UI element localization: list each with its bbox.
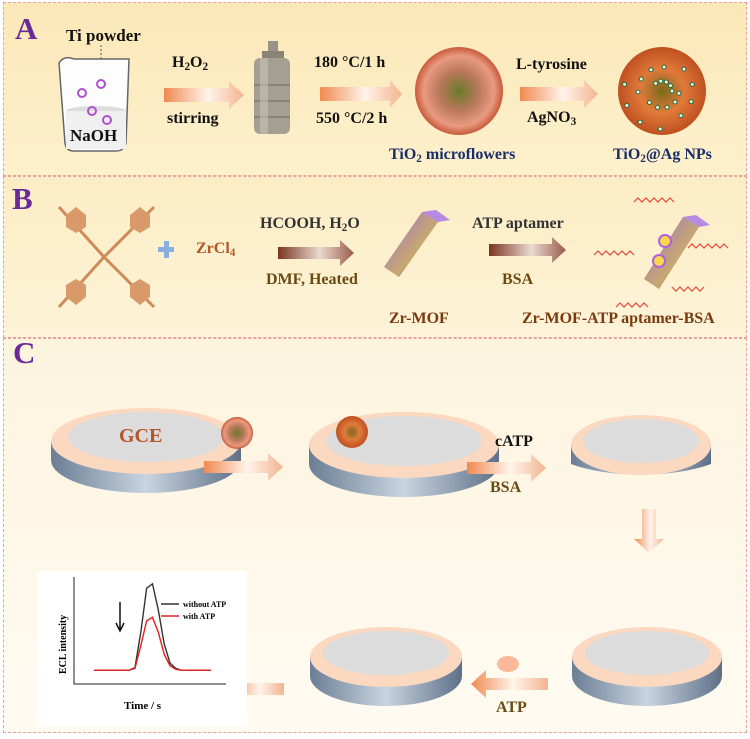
tio2-microflowers-label: TiO2 microflowers xyxy=(389,146,516,165)
ag-nanoparticle xyxy=(655,104,661,110)
stirring-label: stirring xyxy=(167,110,219,127)
ag-nanoparticle xyxy=(663,79,669,85)
ag-nanoparticle xyxy=(664,104,670,110)
catp-label: cATP xyxy=(495,433,533,450)
naoh-label: NaOH xyxy=(70,126,118,145)
tio2-microflower-icon xyxy=(415,47,503,135)
hcooh-label: HCOOH, H2O xyxy=(260,215,360,234)
x-axis-label: Time / s xyxy=(124,700,162,712)
ag-nanoparticle xyxy=(637,119,643,125)
ag-nanoparticle xyxy=(678,113,684,119)
arrow-c3-down xyxy=(634,509,664,553)
gce-electrode-5 xyxy=(310,627,462,706)
temp2-label: 550 °C/2 h xyxy=(316,110,388,127)
ag-nanoparticle xyxy=(676,90,682,96)
linker-molecule-icon xyxy=(57,205,156,309)
legend-label-1: with ATP xyxy=(183,612,215,621)
arrow-b2 xyxy=(489,237,566,263)
arrow-a1 xyxy=(164,81,244,109)
panel-c-graphics: without ATP with ATP Time / s ECL intensity xyxy=(37,408,722,726)
autoclave-icon xyxy=(254,41,290,134)
ecl-chart: without ATP with ATP Time / s ECL intensity xyxy=(37,571,247,726)
panel-b-graphics xyxy=(57,197,729,309)
legend-label-0: without ATP xyxy=(183,600,226,609)
atp-molecule-icon xyxy=(497,656,519,672)
y-axis-label: ECL intensity xyxy=(58,615,69,674)
arrow-a2 xyxy=(320,80,402,108)
ag-nanoparticle xyxy=(622,81,628,87)
arrow-c2 xyxy=(467,454,546,482)
tio2-ag-particle-icon xyxy=(221,417,253,449)
zrcl4-label: ZrCl4 xyxy=(196,240,236,259)
ag-nanoparticle xyxy=(653,80,659,86)
gce-electrode-3 xyxy=(571,415,711,475)
ag-nanoparticle xyxy=(672,99,678,105)
ag-nanoparticle xyxy=(638,76,644,82)
panel-c: C xyxy=(3,335,747,733)
ag-nanoparticle xyxy=(657,126,663,132)
ag-nanoparticle xyxy=(658,78,664,84)
chart-background xyxy=(37,571,247,726)
plus-icon xyxy=(158,241,174,258)
ag-nanoparticle xyxy=(646,99,652,105)
tio2-ag-nps-label: TiO2@Ag NPs xyxy=(613,146,712,165)
gce-electrode-2 xyxy=(309,412,499,497)
zr-mof-atp-aptamer-bsa-label: Zr-MOF-ATP aptamer-BSA xyxy=(522,310,715,327)
h2o2-label: H2O2 xyxy=(172,54,209,73)
gce-electrode-4 xyxy=(572,627,722,706)
panel-label-b: B xyxy=(12,181,33,216)
ag-nanoparticle xyxy=(688,99,694,105)
bsa-label-b: BSA xyxy=(502,271,534,288)
ag-nanoparticle xyxy=(689,81,695,87)
atp-aptamer-label: ATP aptamer xyxy=(472,215,564,232)
tio2-ag-np-icon xyxy=(618,47,706,135)
ag-nanoparticle xyxy=(681,66,687,72)
zr-mof-rod-icon xyxy=(384,210,450,277)
dmf-heated-label: DMF, Heated xyxy=(266,271,358,288)
l-tyrosine-label: L-tyrosine xyxy=(516,56,587,73)
ag-nanoparticle xyxy=(635,89,641,95)
ag-nanoparticle xyxy=(648,67,654,73)
arrow-c4 xyxy=(471,670,548,698)
zr-mof-label: Zr-MOF xyxy=(389,310,449,327)
ag-nanoparticle xyxy=(669,88,675,94)
chart-axes xyxy=(73,577,226,685)
ti-powder-label: Ti powder xyxy=(66,26,141,45)
zr-mof-aptamer-icon xyxy=(593,197,729,308)
beaker-icon xyxy=(58,45,130,152)
gce-label: GCE xyxy=(119,425,163,447)
panel-a: A Ti powder xyxy=(3,2,747,176)
arrow-a3 xyxy=(520,80,598,108)
temp1-label: 180 °C/1 h xyxy=(314,54,386,71)
gce-electrode-1 xyxy=(51,408,241,493)
bsa-label-c: BSA xyxy=(490,479,522,496)
ag-nanoparticle xyxy=(624,102,630,108)
panel-label-a: A xyxy=(15,11,38,46)
arrow-b1 xyxy=(278,240,354,266)
atp-label: ATP xyxy=(496,699,527,716)
panel-a-graphics xyxy=(58,41,706,152)
series-line-1 xyxy=(94,616,211,671)
ag-nanoparticle xyxy=(661,64,667,70)
decrease-arrow-icon xyxy=(115,602,125,633)
agno3-label: AgNO3 xyxy=(527,109,577,128)
ag-nanoparticle xyxy=(667,83,673,89)
panel-b: B xyxy=(3,176,747,338)
panel-label-c: C xyxy=(13,335,36,370)
arrow-c1 xyxy=(204,453,283,481)
